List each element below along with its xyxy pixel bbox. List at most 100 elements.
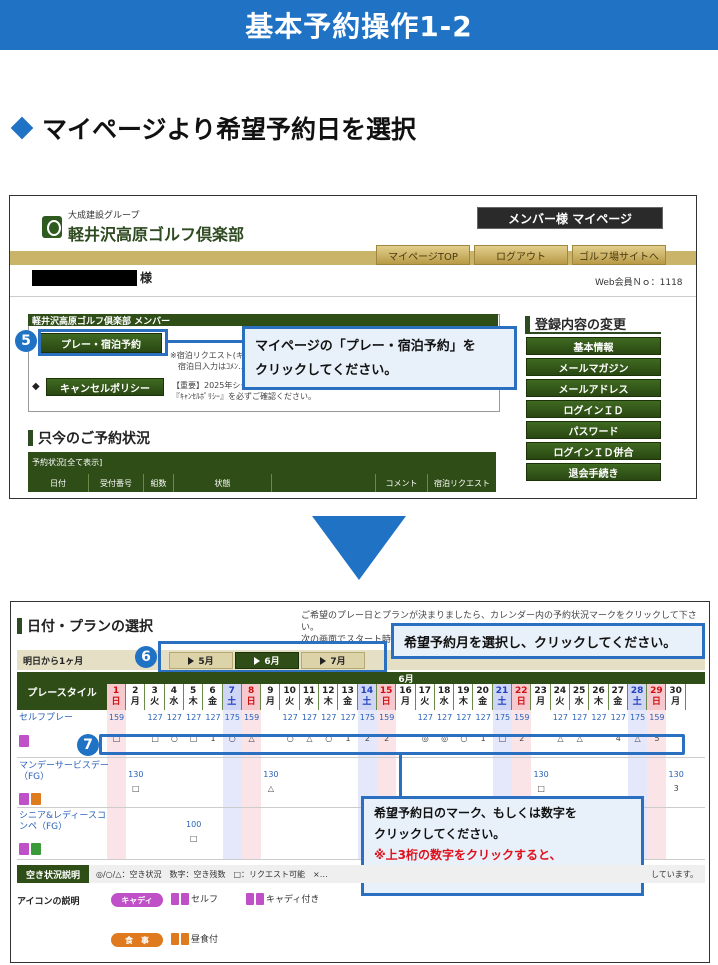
- availability-mark[interactable]: ○: [286, 734, 294, 743]
- plan-price-link[interactable]: 127: [147, 713, 163, 722]
- nav-mypage-top[interactable]: マイページTOP: [376, 245, 470, 265]
- reg-basic-info[interactable]: 基本情報: [526, 337, 661, 355]
- availability-mark[interactable]: ○: [228, 734, 236, 743]
- plan-price-link[interactable]: 130: [128, 770, 144, 779]
- availability-mark[interactable]: △: [576, 734, 583, 743]
- plan-price-link[interactable]: 159: [243, 713, 260, 722]
- availability-mark[interactable]: 1: [345, 734, 351, 743]
- nav-logout[interactable]: ログアウト: [474, 245, 568, 265]
- plan-price-link[interactable]: 127: [340, 713, 356, 722]
- play-style-header: プレースタイル: [17, 672, 107, 710]
- availability-mark[interactable]: △: [306, 734, 313, 743]
- lunch-icon-2: [181, 932, 189, 945]
- plan-price-link[interactable]: 127: [552, 713, 569, 722]
- plan-price-link[interactable]: 127: [205, 713, 221, 722]
- plan-price-link[interactable]: 175: [224, 713, 240, 722]
- plan-price-link[interactable]: 159: [379, 713, 395, 722]
- availability-mark[interactable]: □: [537, 784, 545, 793]
- plan-price-link[interactable]: 159: [514, 713, 530, 722]
- cancel-policy-button[interactable]: キャンセルポリシー: [46, 378, 164, 396]
- availability-mark[interactable]: 3: [673, 784, 679, 793]
- plan-price-link[interactable]: 175: [629, 713, 646, 722]
- availability-mark[interactable]: 2: [519, 734, 525, 743]
- plan-price-link[interactable]: 127: [321, 713, 337, 722]
- plan-price-link[interactable]: 127: [417, 713, 433, 722]
- availability-mark[interactable]: 2: [384, 734, 390, 743]
- play-reserve-button[interactable]: プレー・宿泊予約: [40, 333, 162, 353]
- plan-price-link[interactable]: 127: [475, 713, 491, 722]
- club-name: 軽井沢高原ゴルフ倶楽部: [68, 225, 245, 244]
- plan-price-link[interactable]: 130: [533, 770, 549, 779]
- availability-mark[interactable]: □: [498, 734, 507, 743]
- availability-mark[interactable]: 5: [654, 734, 660, 743]
- plan-price-link[interactable]: 127: [456, 713, 472, 722]
- plan-price-link[interactable]: 175: [359, 713, 376, 722]
- availability-mark[interactable]: ○: [325, 734, 333, 743]
- reg-withdraw[interactable]: 退会手続き: [526, 463, 661, 481]
- availability-mark[interactable]: 2: [364, 734, 370, 743]
- plan-price-link[interactable]: 127: [436, 713, 453, 722]
- nav-golf-site[interactable]: ゴルフ場サイトへ: [572, 245, 666, 265]
- availability-mark[interactable]: △: [634, 734, 641, 743]
- reg-mail-magazine[interactable]: メールマガジン: [526, 358, 661, 376]
- reg-password[interactable]: パスワード: [526, 421, 661, 439]
- plan-name-link[interactable]: シニア&レディースコンペ（FG）: [19, 811, 106, 832]
- weekend-column-bg: [107, 758, 126, 808]
- availability-mark[interactable]: □: [189, 834, 198, 843]
- day-number: 1: [112, 686, 120, 696]
- reg-login-id-merge[interactable]: ログインＩＤ併合: [526, 442, 661, 460]
- callout-7-line1: 希望予約日のマーク、もしくは数字を: [374, 806, 577, 820]
- plan-price-link[interactable]: 130: [668, 770, 684, 779]
- show-all-link[interactable]: 予約状況[全て表示]: [32, 458, 103, 467]
- availability-mark[interactable]: □: [132, 784, 140, 793]
- plan-price-link[interactable]: 127: [186, 713, 202, 722]
- weekend-column-bg: [242, 808, 262, 860]
- plan-price-link[interactable]: 127: [282, 713, 298, 722]
- club-crest-icon: [42, 215, 62, 238]
- availability-mark[interactable]: 4: [615, 734, 621, 743]
- plan-name-link[interactable]: セルフプレー: [19, 713, 74, 723]
- step-6-badge: 6: [135, 646, 157, 668]
- plan-price-link[interactable]: 127: [301, 713, 318, 722]
- tab-june[interactable]: 6月: [235, 652, 299, 669]
- plan-price-link[interactable]: 127: [572, 713, 588, 722]
- tab-may[interactable]: 5月: [169, 652, 233, 669]
- plan-name-link[interactable]: マンデーサービスデー（FG）: [19, 761, 109, 782]
- availability-mark[interactable]: △: [267, 784, 274, 793]
- availability-mark[interactable]: △: [248, 734, 255, 743]
- play-note: ※宿泊リクエスト(キャ…: [170, 351, 260, 360]
- weekday-label: 日: [381, 697, 391, 707]
- row-highlight: [99, 734, 685, 755]
- availability-mark[interactable]: □: [189, 734, 198, 743]
- availability-mark[interactable]: 1: [210, 734, 216, 743]
- play-icon: [188, 656, 195, 665]
- availability-mark[interactable]: 1: [480, 734, 486, 743]
- plan-price-link[interactable]: 127: [610, 713, 626, 722]
- availability-mark[interactable]: ◎: [421, 734, 429, 743]
- section-subtitle: マイページより希望予約日を選択: [8, 110, 416, 146]
- col-lodging: 宿泊リクエスト: [427, 474, 496, 492]
- member-page-title: メンバー様 マイページ: [477, 207, 663, 229]
- availability-mark[interactable]: ◎: [441, 734, 449, 743]
- availability-mark[interactable]: ○: [460, 734, 468, 743]
- tab-july[interactable]: 7月: [301, 652, 365, 669]
- reg-mail-address[interactable]: メールアドレス: [526, 379, 661, 397]
- availability-mark[interactable]: △: [557, 734, 564, 743]
- availability-mark[interactable]: □: [151, 734, 159, 743]
- plan-price-link[interactable]: 175: [494, 713, 511, 722]
- plan-price-link[interactable]: 130: [263, 770, 279, 779]
- caddie-icon: [246, 892, 254, 905]
- self-play-icon: [19, 792, 29, 805]
- plan-price-link[interactable]: 127: [166, 713, 183, 722]
- availability-mark[interactable]: □: [112, 734, 121, 743]
- plan-price-link[interactable]: 159: [108, 713, 125, 722]
- from-label: 明日から1ヶ月: [23, 657, 84, 667]
- availability-mark[interactable]: ○: [170, 734, 178, 743]
- plan-price-link[interactable]: 127: [591, 713, 607, 722]
- reg-login-id[interactable]: ログインＩＤ: [526, 400, 661, 418]
- plan-price-link[interactable]: 159: [649, 713, 665, 722]
- plan-price-link[interactable]: 100: [186, 820, 202, 829]
